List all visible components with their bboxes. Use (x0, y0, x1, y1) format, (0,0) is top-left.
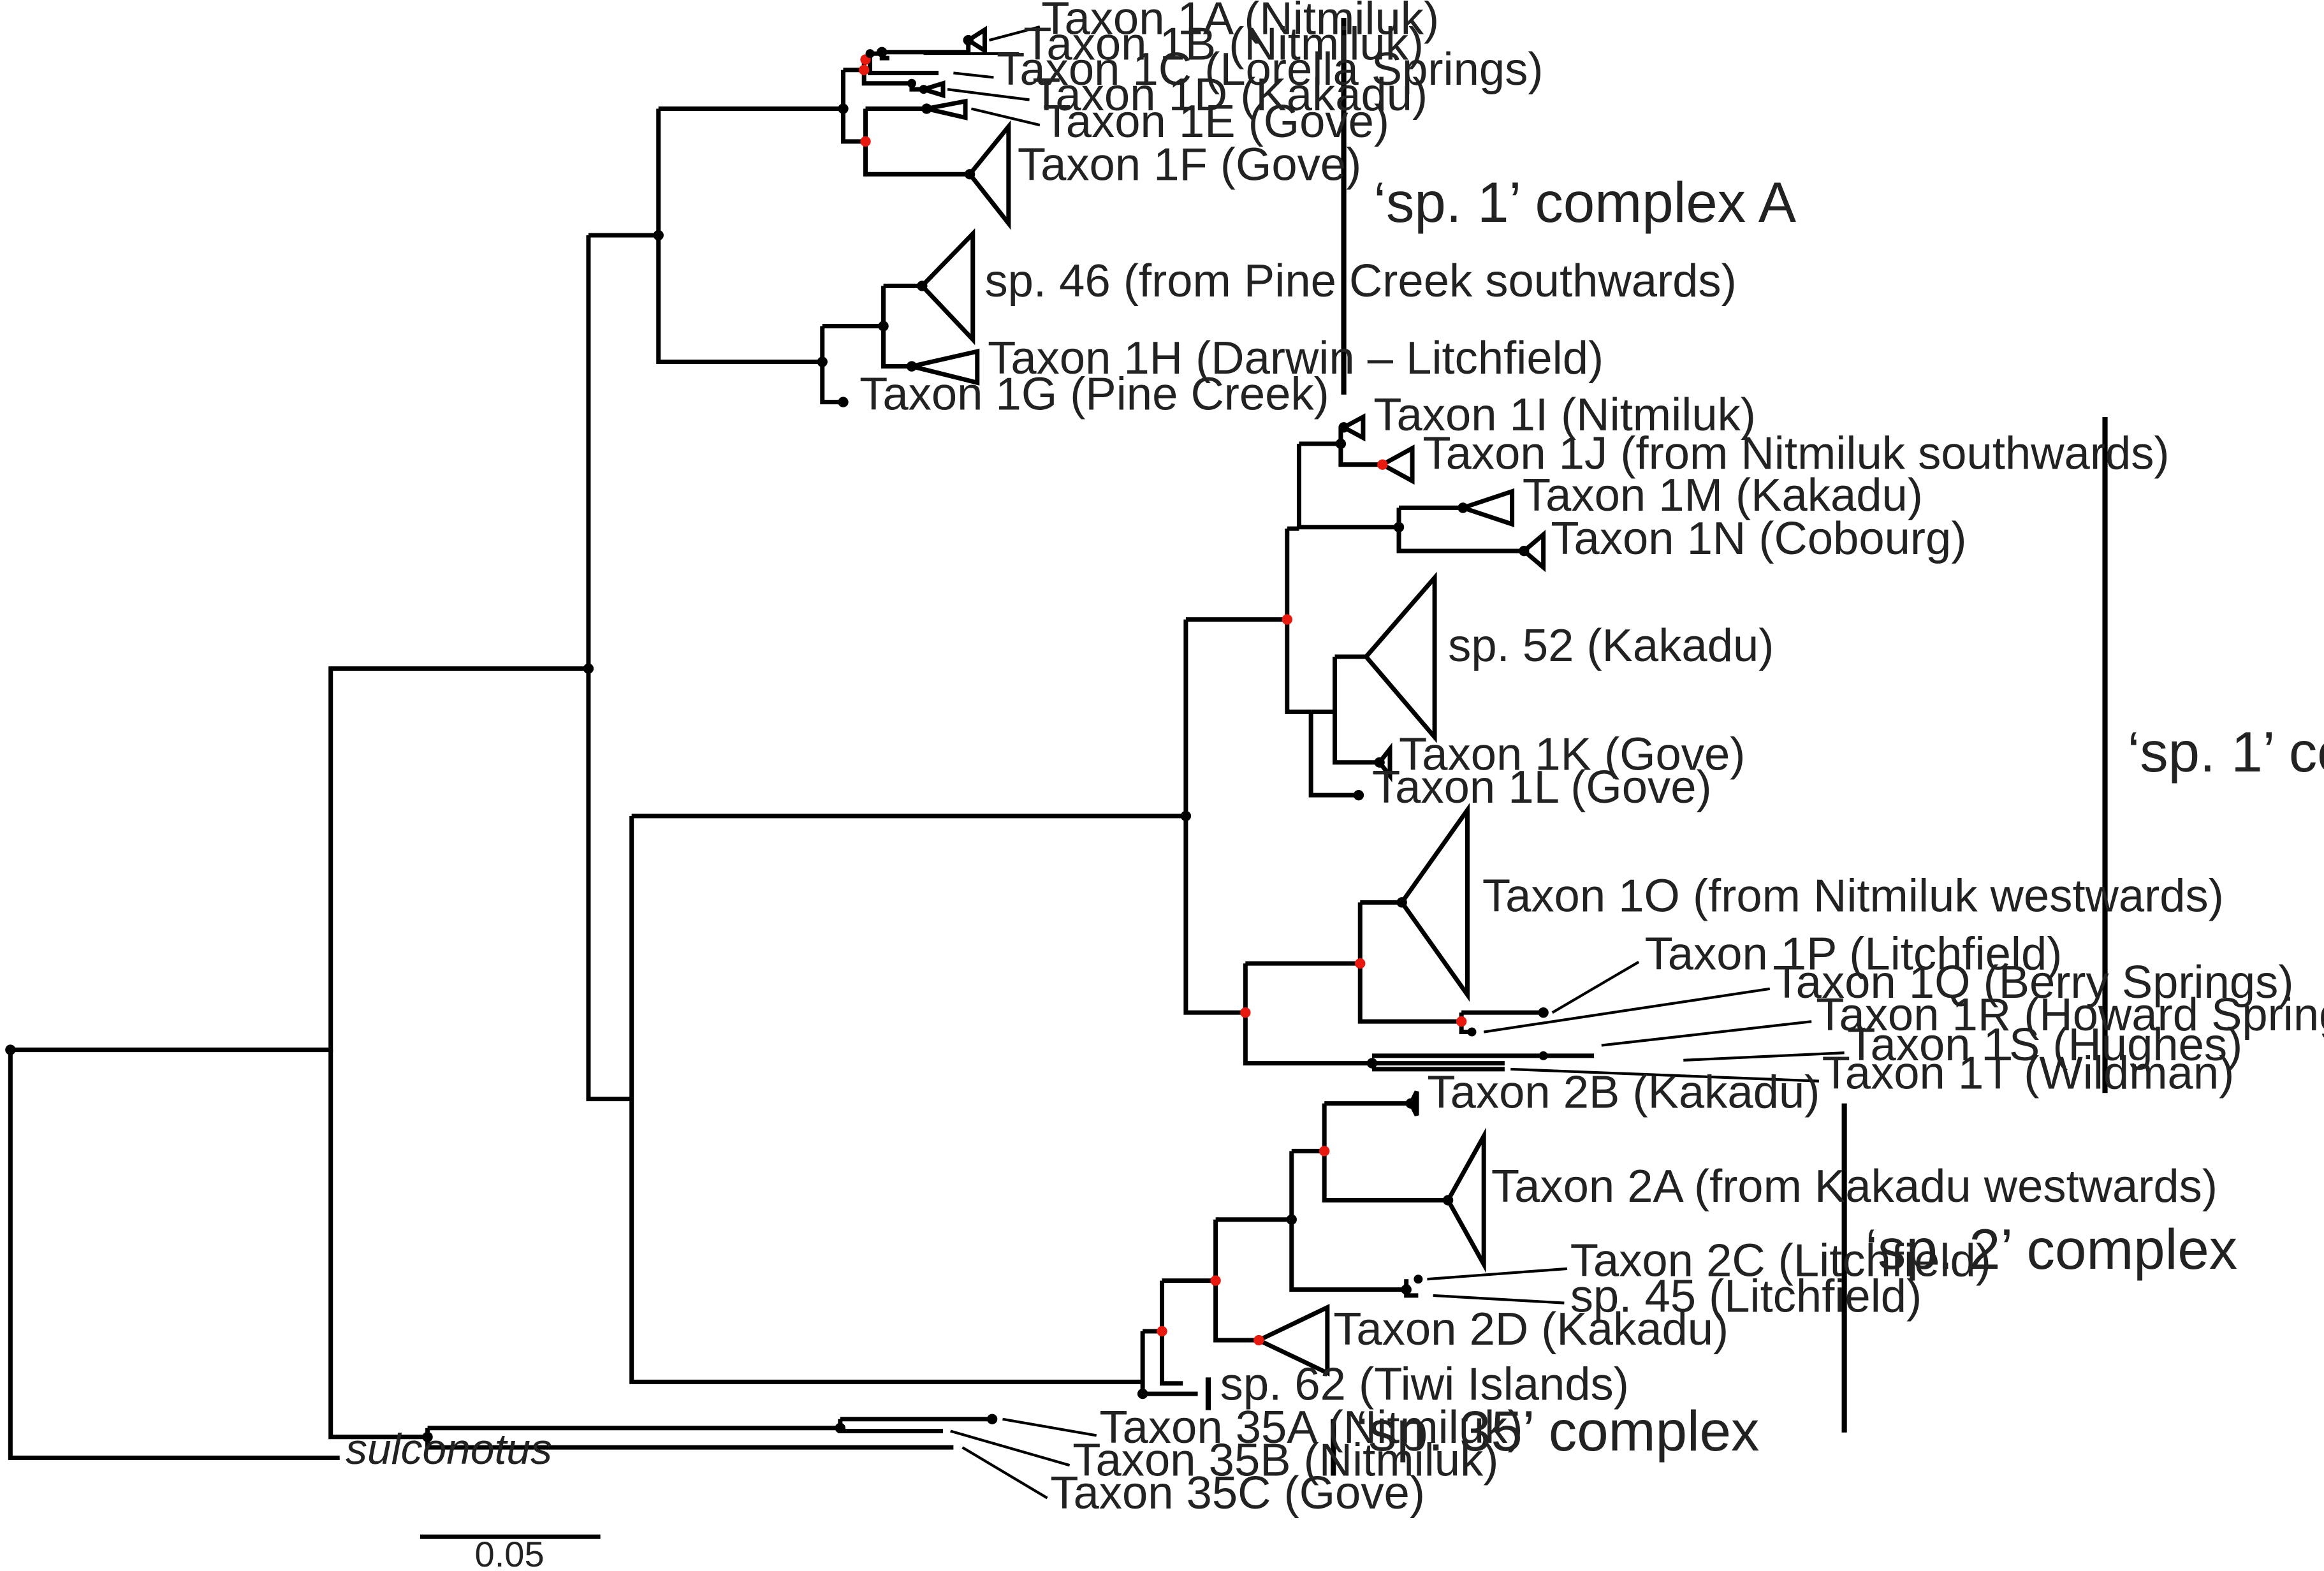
label-arrows (923, 26, 1845, 1500)
tip-label-taxon-35b: Taxon 35B (Nitmiluk) (1072, 1435, 1498, 1486)
tip-label-taxon-35a: Taxon 35A (Nitmiluk) (1099, 1401, 1523, 1453)
tip-label-taxon-1e: Taxon 1E (Gove) (1043, 96, 1389, 147)
outgroup-label: sulconotus (346, 1426, 552, 1473)
collapsed-clades (911, 26, 1546, 1377)
tip-label-taxon-1i: Taxon 1I (Nitmiluk) (1373, 389, 1756, 441)
group-label-sp1-complex-a: ‘sp. 1’ complex A (1373, 171, 1797, 234)
group-bars (1205, 18, 2108, 1476)
tip-label-taxon-2a: Taxon 2A (from Kakadu westwards) (1491, 1160, 2218, 1212)
scale-bar: 0.05 (420, 1534, 601, 1571)
tip-label-taxon-1f: Taxon 1F (Gove) (1018, 139, 1361, 191)
tip-label-taxon-2d: Taxon 2D (Kakadu) (1333, 1303, 1728, 1355)
scale-bar-label: 0.05 (475, 1534, 544, 1571)
tip-label-sp-46: sp. 46 (from Pine Creek southwards) (984, 255, 1736, 307)
tip-label-taxon-1a: Taxon 1A (Nitmiluk) (1041, 0, 1439, 45)
tree-branches (8, 40, 1595, 1461)
tip-label-taxon-1m: Taxon 1M (Kakadu) (1523, 469, 1923, 521)
tip-label-sp-62: sp. 62 (Tiwi Islands) (1220, 1358, 1629, 1410)
tip-label-taxon-1h: Taxon 1H (Darwin – Litchfield) (988, 332, 1604, 384)
tip-label-taxon-1t: Taxon 1T (Wildman) (1822, 1047, 2235, 1099)
tip-label-taxon-1d: Taxon 1D (Kakadu) (1032, 69, 1428, 121)
tip-label-taxon-2b: Taxon 2B (Kakadu) (1427, 1067, 1820, 1118)
tip-label-taxon-2c: Taxon 2C (Litchfield) (1570, 1235, 1991, 1287)
tip-label-sp-45: sp. 45 (Litchfield) (1570, 1271, 1922, 1322)
tip-label-taxon-1l: Taxon 1L (Gove) (1372, 761, 1712, 813)
tip-label-taxon-1b: Taxon 1B (Nitmiluk) (1023, 18, 1424, 69)
tip-label-taxon-1o: Taxon 1O (from Nitmiluk westwards) (1482, 870, 2224, 921)
tip-labels: Taxon 1A (Nitmiluk) Taxon 1B (Nitmiluk) … (346, 0, 2324, 1519)
group-label-sp35-complex: ‘sp. 35’ complex (1356, 1399, 1759, 1463)
tip-label-sp-52: sp. 52 (Kakadu) (1448, 620, 1774, 671)
tip-label-taxon-1p: Taxon 1P (Litchfield) (1645, 928, 2063, 979)
group-labels: ‘sp. 1’ complex A ‘sp. 1’ complex B ‘sp.… (1356, 171, 2324, 1463)
tip-label-taxon-1g: Taxon 1G (Pine Creek) (859, 368, 1329, 420)
tip-label-taxon-1s: Taxon 1S (Hughes) (1847, 1019, 2242, 1070)
node-markers (5, 34, 1549, 1442)
group-label-sp1-complex-b: ‘sp. 1’ complex B (2128, 720, 2324, 784)
group-label-sp2-complex: ‘sp. 2’ complex (1865, 1218, 2237, 1281)
tip-label-taxon-35c: Taxon 35C (Gove) (1050, 1467, 1425, 1519)
tip-label-taxon-1n: Taxon 1N (Cobourg) (1551, 513, 1966, 564)
tip-label-taxon-1q: Taxon 1Q (Berry Springs) (1772, 956, 2293, 1008)
tip-label-taxon-1k: Taxon 1K (Gove) (1399, 728, 1745, 780)
tip-label-taxon-1c: Taxon 1C (Lorella Springs) (997, 43, 1543, 95)
tip-label-taxon-1r: Taxon 1R (Howard Springs) (1816, 989, 2324, 1041)
tip-label-taxon-1j: Taxon 1J (from Nitmiluk southwards) (1422, 428, 2169, 479)
